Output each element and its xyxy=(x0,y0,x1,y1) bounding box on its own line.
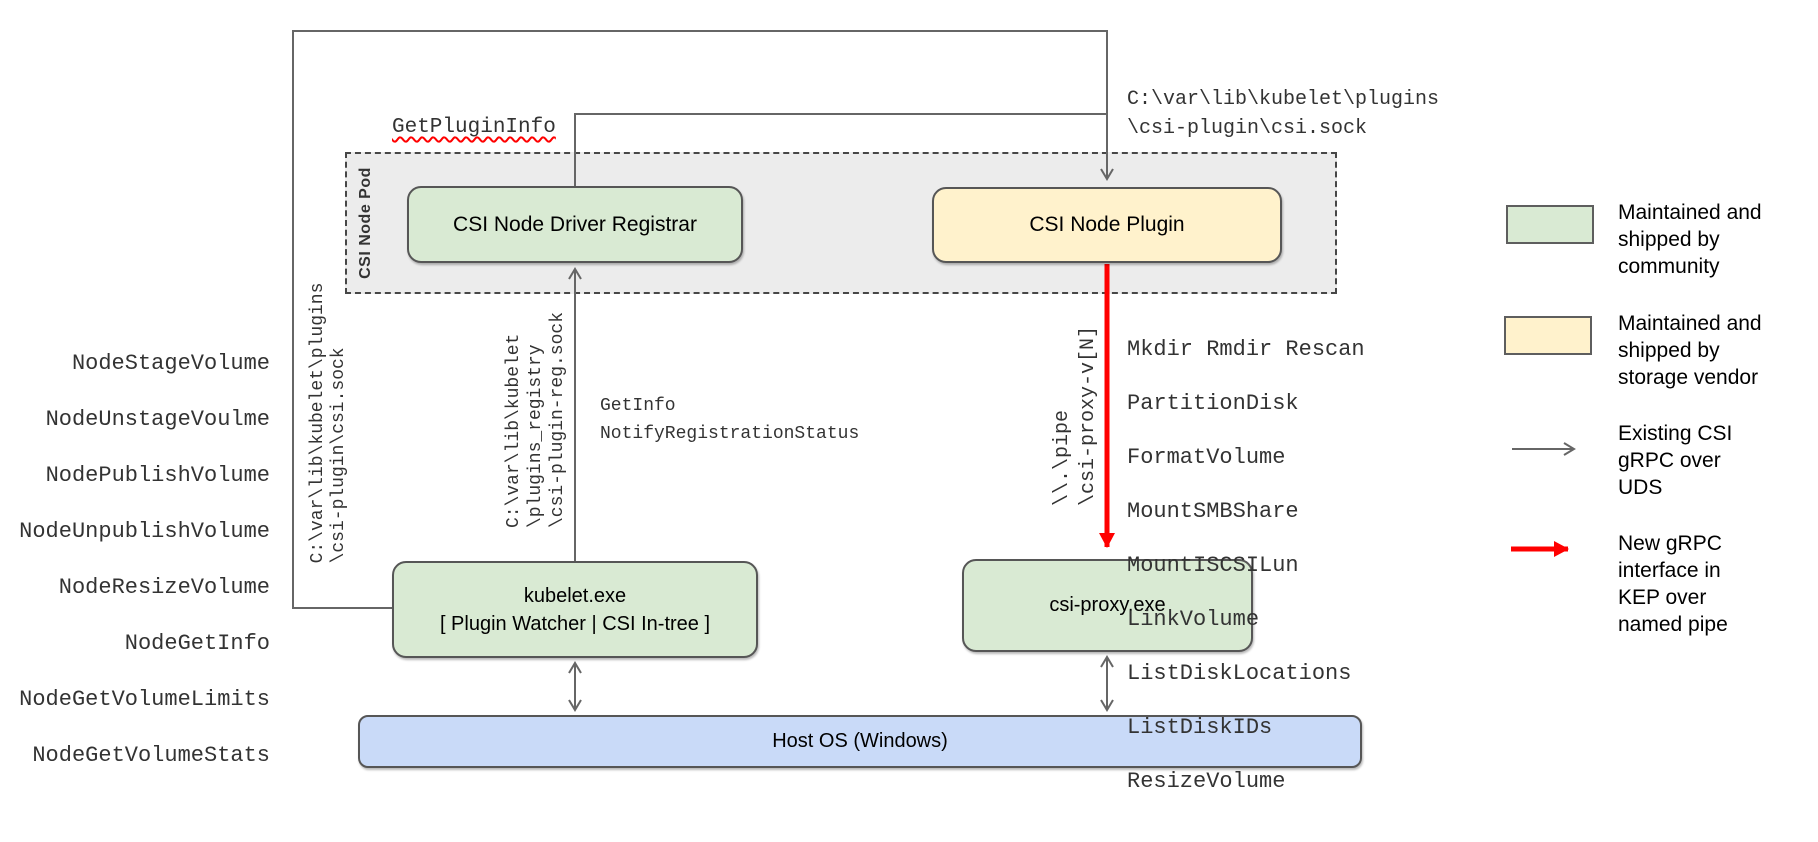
host-os-label: Host OS (Windows) xyxy=(772,730,948,752)
csi-sock-path-label-top: C:\var\lib\kubelet\plugins \csi-plugin\c… xyxy=(1127,88,1440,140)
node-methods-list: NodeStageVolume NodeUnstageVoulme NodePu… xyxy=(0,322,270,798)
node-method-item: NodeStageVolume xyxy=(71,351,270,376)
node-method-item: NodeResizeVolume xyxy=(58,575,270,600)
node-method-item: NodeGetInfo xyxy=(124,631,270,656)
node-method-item: NodeGetVolumeStats xyxy=(32,743,270,768)
node-method-item: NodeGetVolumeLimits xyxy=(19,687,270,712)
csi-node-driver-registrar-box: CSI Node Driver Registrar xyxy=(407,186,743,263)
proxy-op-item: MountSMBShare xyxy=(1127,499,1299,524)
legend-vendor-swatch xyxy=(1504,316,1592,355)
kubelet-to-plugin-uds-arrow xyxy=(292,30,1114,609)
named-pipe-label: \\.\pipe \csi-proxy-v[N] xyxy=(1051,325,1100,507)
proxy-op-item: MountISCSILun xyxy=(1127,553,1299,578)
csi-proxy-label: csi-proxy.exe xyxy=(1049,594,1166,616)
legend-vendor-label: Maintained and shipped by storage vendor xyxy=(1618,312,1762,389)
csi-node-plugin-label: CSI Node Plugin xyxy=(1029,213,1185,236)
get-plugin-info-label: GetPluginInfo xyxy=(392,116,556,139)
proxy-op-item: ListDiskLocations xyxy=(1127,661,1352,686)
legend-uds-label: Existing CSI gRPC over UDS xyxy=(1618,422,1733,499)
proxy-op-item: Mkdir Rmdir Rescan xyxy=(1127,337,1365,362)
csi-proxy-box: csi-proxy.exe xyxy=(962,559,1253,652)
proxy-op-item: ResizeVolume xyxy=(1127,769,1286,794)
legend-community-label: Maintained and shipped by community xyxy=(1618,201,1762,278)
proxy-op-item: LinkVolume xyxy=(1127,607,1260,632)
proxy-op-item: ListDiskIDs xyxy=(1127,715,1273,740)
host-os-box: Host OS (Windows) xyxy=(358,715,1362,768)
node-method-item: NodePublishVolume xyxy=(45,463,270,488)
registrar-calls-label: GetInfo NotifyRegistrationStatus xyxy=(600,396,860,444)
proxy-op-item: PartitionDisk xyxy=(1127,391,1299,416)
node-method-item: NodeUnstageVoulme xyxy=(45,407,270,432)
node-method-item: NodeUnpublishVolume xyxy=(19,519,270,544)
kubelet-box: kubelet.exe [ Plugin Watcher | CSI In-tr… xyxy=(392,561,758,658)
csi-node-plugin-box: CSI Node Plugin xyxy=(932,187,1282,263)
proxy-operations-list: Mkdir Rmdir Rescan PartitionDisk FormatV… xyxy=(1127,309,1365,822)
csi-sock-path-label-left: C:\var\lib\kubelet\plugins \csi-plugin\c… xyxy=(308,282,349,564)
kubelet-label-line2: [ Plugin Watcher | CSI In-tree ] xyxy=(439,612,711,635)
legend-community-swatch xyxy=(1506,205,1594,244)
registrar-getplugininfo-line xyxy=(574,113,1107,187)
kubelet-label-line1: kubelet.exe xyxy=(523,584,627,607)
registration-sock-path-label: C:\var\lib\kubelet \plugins_registry \cs… xyxy=(504,311,568,529)
legend-named-pipe-label: New gRPC interface in KEP over named pip… xyxy=(1618,532,1728,636)
csi-node-driver-registrar-label: CSI Node Driver Registrar xyxy=(453,212,697,236)
proxy-op-item: FormatVolume xyxy=(1127,445,1286,470)
